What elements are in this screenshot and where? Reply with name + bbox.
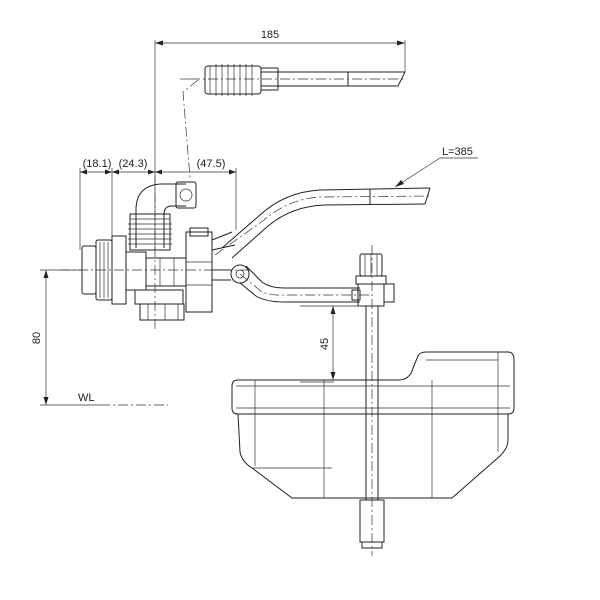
water-level-label: WL — [78, 392, 95, 404]
dimension-offsets: (18.1) (24.3) (47.5) — [79, 158, 237, 250]
offset-a-label: (18.1) — [83, 158, 112, 170]
elbow-bellows — [128, 181, 197, 251]
float-stem — [351, 245, 395, 556]
offset-b-label: (24.3) — [119, 158, 148, 170]
height-wl-label: 80 — [31, 332, 43, 344]
water-level-line: WL — [40, 392, 168, 406]
dimension-185: 185 — [154, 29, 406, 250]
valve-body — [60, 175, 250, 330]
dimension-185-label: 185 — [261, 29, 279, 41]
offset-c-label: (47.5) — [197, 158, 226, 170]
float-travel-label: 45 — [319, 338, 331, 350]
upper-arm-alternate — [180, 64, 406, 179]
arm-length-label: L=385 — [442, 146, 473, 158]
dimension-45: 45 — [300, 305, 362, 383]
float-link-rod — [239, 265, 372, 303]
float-box — [231, 351, 515, 499]
lever-arm — [214, 187, 431, 259]
dimension-80: 80 — [31, 269, 82, 405]
dimension-arm-length: L=385 — [394, 146, 478, 188]
